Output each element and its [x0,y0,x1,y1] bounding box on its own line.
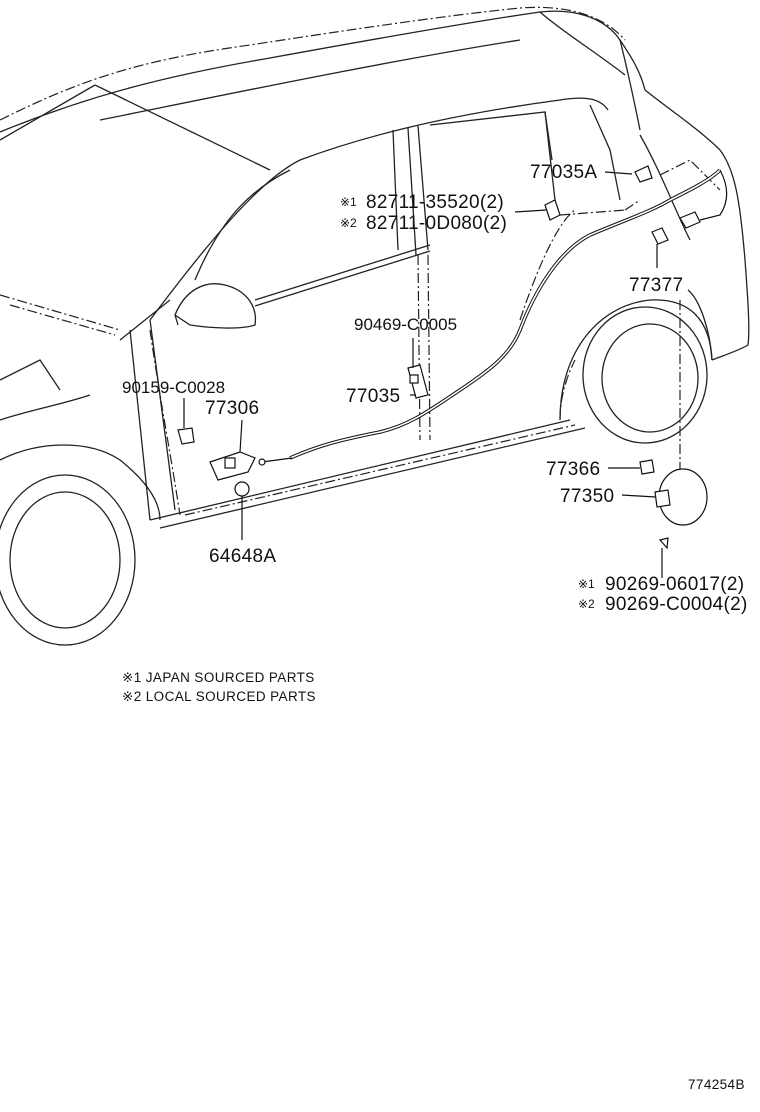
label-77377: 77377 [629,275,683,296]
clamp-82711 [544,199,561,221]
phantom-lines [0,6,721,516]
car-body-outline [0,10,750,646]
label-90159-c0028: 90159-C0028 [122,378,225,397]
mark-2-b: ※2 [578,597,595,611]
screw-90159 [177,427,195,445]
label-64648a: 64648A [209,546,276,567]
release-cable [258,168,728,466]
leader-lines [183,171,663,578]
part-labels: 77035A ※1 82711-35520(2) ※2 82711-0D080(… [122,162,748,615]
knob-64648a [234,481,250,497]
parts-graphics [177,165,708,550]
label-77035a: 77035A [530,162,597,183]
note-japan-sourced: ※1 JAPAN SOURCED PARTS [122,670,315,685]
label-90269-06017: 90269-06017(2) [605,574,744,595]
mark-1-a: ※1 [340,195,357,209]
label-77366: 77366 [546,459,600,480]
diagram-id: 774254B [688,1077,745,1092]
bumper-77366 [639,459,655,475]
clip-77035a [634,165,653,183]
screw-90269 [658,537,669,550]
label-82711-0d080: 82711-0D080(2) [366,213,507,234]
label-90269-c0004: 90269-C0004(2) [605,594,748,615]
legend-notes: ※1 JAPAN SOURCED PARTS ※2 LOCAL SOURCED … [122,670,316,704]
label-77306: 77306 [205,398,259,419]
label-90469-c0005: 90469-C0005 [354,315,457,334]
label-82711-35520: 82711-35520(2) [366,192,504,213]
mark-2-a: ※2 [340,216,357,230]
hinge-77377 [651,227,669,245]
label-77350: 77350 [560,486,614,507]
note-local-sourced: ※2 LOCAL SOURCED PARTS [122,689,316,704]
label-77035: 77035 [346,386,400,407]
mark-1-b: ※1 [578,577,595,591]
